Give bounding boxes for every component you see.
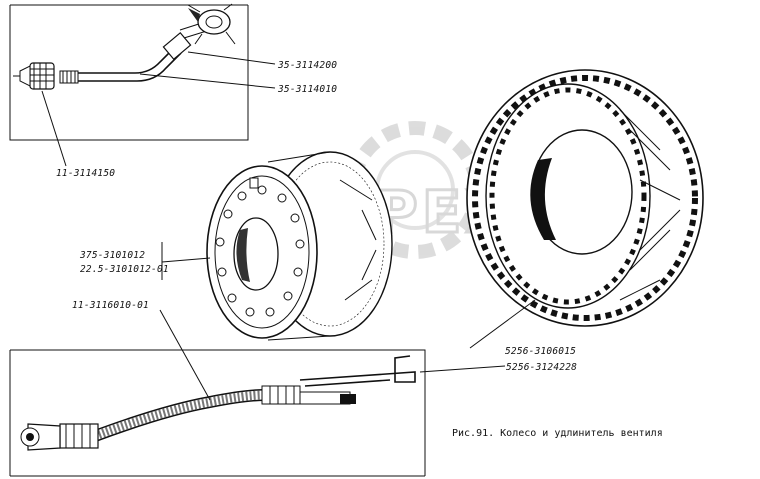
figure-caption: Рис.91. Колесо и удлинитель вентиля <box>452 428 663 439</box>
bracket-part <box>299 355 416 387</box>
hose-inset <box>9 349 426 477</box>
label-rim-b: 22.5-3101012-01 <box>80 264 169 275</box>
hose-part <box>20 385 356 451</box>
label-hose: 11-3116010-01 <box>72 300 149 311</box>
label-extension-cap: 35-3114200 <box>277 60 337 71</box>
wheel-rim-part <box>206 151 393 341</box>
valve-extension-inset <box>9 3 276 167</box>
label-valve-cap: 11-3114150 <box>56 168 115 179</box>
valve-cap-part <box>13 62 55 90</box>
extension-tube-part <box>59 46 182 84</box>
extension-cap-part <box>162 3 236 61</box>
label-rim-a: 375-3101012 <box>79 250 145 261</box>
label-tire: 5256-3106015 <box>505 346 576 357</box>
label-bracket: 5256-3124228 <box>506 362 577 373</box>
label-extension-tube: 35-3114010 <box>277 84 337 95</box>
wheel-stud-holes <box>215 185 305 317</box>
tire-part <box>466 69 704 327</box>
